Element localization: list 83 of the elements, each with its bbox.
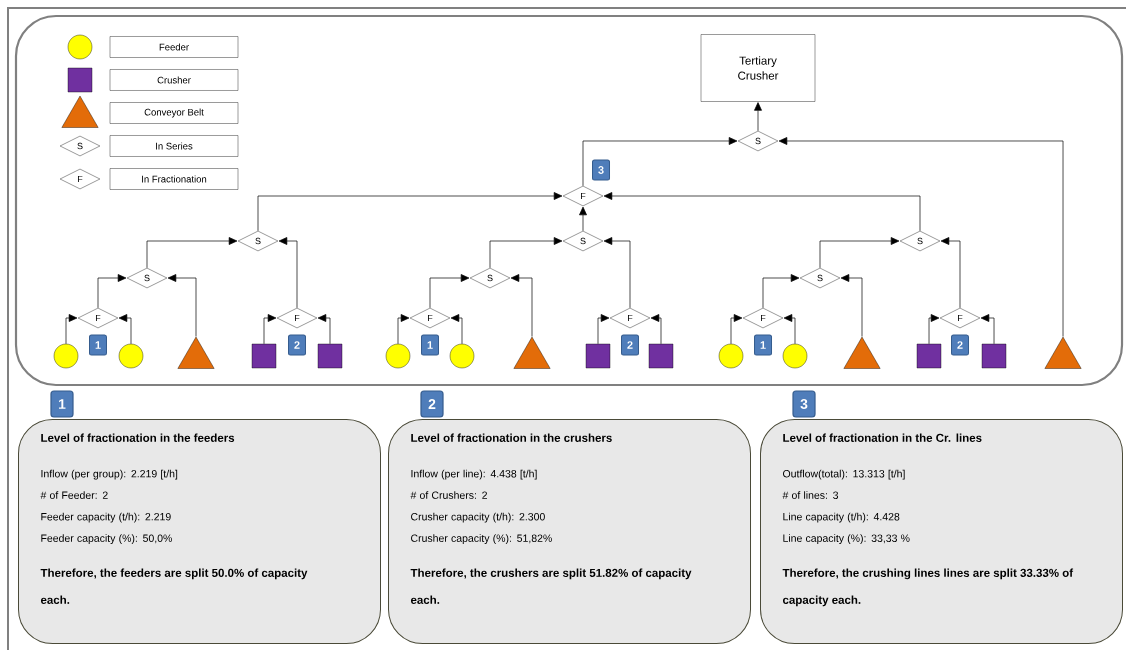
arrow: [754, 102, 762, 132]
panel-text: Line capacity (t/h): 4.428: [783, 512, 900, 523]
triangle-symbol: [513, 336, 551, 369]
square-symbol: [648, 343, 674, 369]
square-symbol: [317, 343, 343, 369]
arrow: [603, 192, 921, 232]
square-symbol: [981, 343, 1007, 369]
callout-number: 3: [592, 159, 610, 181]
panel-text: # of Crushers: 2: [410, 491, 487, 499]
arrow: [940, 237, 961, 309]
panel-text: Feeder capacity (t/h): 2.219: [41, 512, 171, 523]
legend-label: In Series: [109, 135, 239, 157]
circle-symbol: [718, 343, 744, 369]
arrow: [819, 237, 900, 269]
panel-text: # of Feeder: 2: [40, 491, 108, 499]
arrow: [730, 314, 743, 345]
legend-label: Conveyor Belt: [109, 102, 239, 124]
callout-number: 1: [89, 334, 107, 356]
callout-number: 1: [754, 334, 772, 356]
arrow: [783, 314, 796, 345]
panel-heading: Level of fractionation in the Cr. lines: [783, 433, 982, 442]
circle-symbol: [53, 343, 79, 369]
arrow: [489, 237, 563, 269]
info-panel: [388, 419, 751, 644]
info-panel: [18, 419, 381, 644]
arrow: [65, 314, 78, 345]
arrow: [980, 314, 995, 345]
panel-text: Inflow (per line): 4.438 [t/h]: [411, 469, 537, 480]
arrow: [928, 314, 940, 345]
legend-label: In Fractionation: [109, 168, 239, 190]
circle-symbol: [782, 343, 808, 369]
panel-heading: Level of fractionation in the crushers: [411, 433, 612, 442]
callout-number: 1: [421, 334, 439, 356]
legend-label: Crusher: [109, 69, 239, 91]
callout-number: 2: [621, 334, 639, 356]
triangle-symbol: [1044, 336, 1082, 369]
square-symbol: [916, 343, 942, 369]
arrow: [167, 274, 197, 337]
triangle-symbol: [177, 336, 215, 369]
arrow: [317, 314, 331, 345]
arrow: [778, 137, 1064, 337]
circle-symbol: [118, 343, 144, 369]
arrow: [579, 206, 587, 232]
process-box: Tertiary Crusher: [700, 34, 816, 102]
arrow: [146, 237, 238, 269]
arrow: [97, 274, 127, 309]
panel-text: Inflow (per group): 2.219 [t/h]: [41, 469, 178, 480]
callout-number: 3: [792, 390, 816, 418]
callout-number: 2: [288, 334, 306, 356]
panel-text: Outflow(total): 13.313 [t/h]: [783, 469, 905, 480]
panel-text: Line capacity (%): 33,33 %: [783, 534, 910, 544]
arrow: [582, 137, 738, 187]
arrow: [263, 314, 277, 345]
arrow: [118, 314, 132, 345]
arrow: [650, 314, 662, 345]
panel-text: Feeder capacity (%): 50,0%: [41, 534, 172, 544]
arrow: [397, 314, 410, 345]
arrow: [450, 314, 463, 345]
arrow: [603, 237, 631, 309]
arrow: [762, 274, 800, 309]
panel-heading: Level of fractionation in the feeders: [41, 433, 235, 442]
panel-text: Crusher capacity (t/h): 2.300: [411, 512, 545, 523]
square-symbol: [251, 343, 277, 369]
arrow: [840, 274, 863, 337]
conclusion-text: Therefore, the crushing lines lines are split 33.33% of capacity each.: [782, 568, 1074, 607]
conclusion-text: Therefore, the feeders are split 50.0% of capacity each.: [40, 568, 308, 604]
callout-number: 2: [420, 390, 444, 418]
panel-text: Crusher capacity (%): 51,82%: [411, 534, 552, 544]
arrow: [597, 314, 610, 345]
arrow: [257, 192, 563, 232]
arrow: [510, 274, 533, 337]
circle-symbol: [385, 343, 411, 369]
square-symbol: [585, 343, 611, 369]
triangle-symbol: [843, 336, 881, 369]
panel-text: # of lines: 3: [782, 491, 839, 499]
callout-number: 1: [50, 390, 74, 418]
circle-symbol: [449, 343, 475, 369]
info-panel: [760, 419, 1123, 644]
legend-label: Feeder: [109, 36, 239, 58]
conclusion-text: Therefore, the crushers are split 51.82% of capacity each.: [410, 568, 692, 604]
arrow: [429, 274, 470, 309]
callout-number: 2: [951, 334, 969, 356]
arrow: [278, 237, 298, 309]
